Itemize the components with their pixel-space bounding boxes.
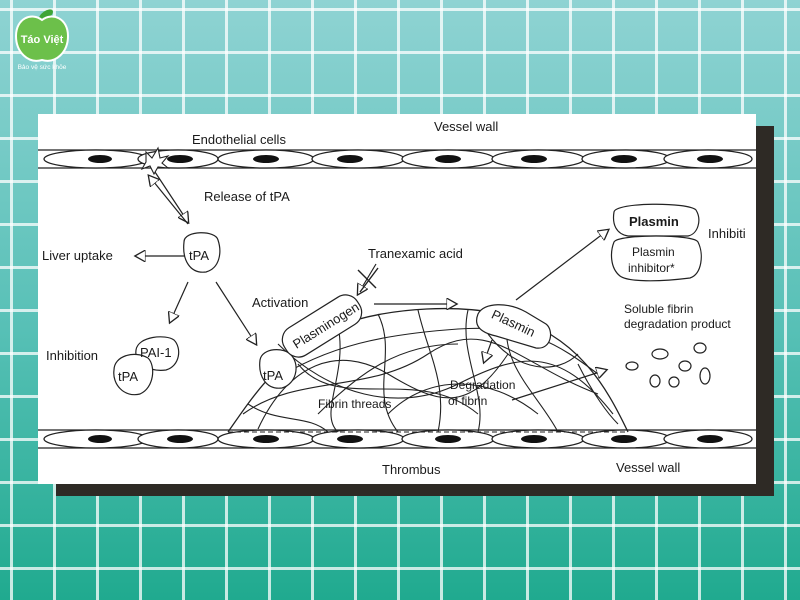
label-activation: Activation [252, 295, 308, 310]
label-vessel-wall-bottom: Vessel wall [616, 460, 680, 475]
fibrin-thread-network [242, 309, 619, 433]
label-fibrin-threads: Fibrin threads [318, 397, 391, 411]
logo-tagline: Bảo vệ sức khỏe [18, 63, 67, 71]
label-release-of-tpa: Release of tPA [204, 189, 290, 204]
label-soluble-2: degradation product [624, 317, 731, 331]
label-thrombus: Thrombus [382, 462, 441, 477]
bottom-vessel-wall [38, 429, 756, 449]
label-pai1: PAI-1 [140, 345, 172, 360]
degradation-fragments [625, 342, 711, 388]
label-tpa-free: tPA [189, 248, 209, 263]
logo-leaf [39, 9, 53, 21]
arrows [136, 171, 608, 401]
top-vessel-wall [38, 149, 756, 169]
fibrinolysis-diagram: Endothelial cells Vessel wall Release of… [38, 119, 756, 477]
label-degradation-2: of fibrin [448, 394, 487, 408]
label-inhibition-left: Inhibition [46, 348, 98, 363]
bottom-cell-nuclei [88, 435, 723, 443]
plasminogen-pill [281, 294, 363, 358]
plasmin-top-blob [612, 203, 700, 237]
plasmin-inhibitor-blob [610, 235, 702, 282]
tpa-free-blob [183, 232, 221, 273]
label-tpa-bound: tPA [263, 368, 283, 383]
label-tpa-complex: tPA [118, 369, 138, 384]
label-inhibition-right: Inhibiti [708, 226, 746, 241]
tpa-complex-blob [113, 353, 154, 396]
label-plasmin-top: Plasmin [629, 214, 679, 229]
logo-apple [14, 15, 70, 62]
tranexamic-cross-icon [357, 267, 379, 293]
tpa-bound-blob [259, 349, 297, 389]
logo-name: Táo Việt [21, 34, 64, 46]
label-tranexamic-acid: Tranexamic acid [368, 246, 463, 261]
top-cell-nuclei [88, 155, 723, 163]
label-degradation-1: Degradation [450, 378, 515, 392]
label-liver-uptake: Liver uptake [42, 248, 113, 263]
diagram-card: Endothelial cells Vessel wall Release of… [38, 114, 756, 484]
brand-logo: Táo Việt Bảo vệ sức khỏe [14, 9, 70, 71]
release-burst-icon [140, 146, 170, 176]
label-soluble-1: Soluble fibrin [624, 302, 693, 316]
label-plasmin-inhibitor-2: inhibitor* [628, 261, 675, 275]
plasmin-bound-blob [475, 304, 552, 349]
label-vessel-wall-top: Vessel wall [434, 119, 498, 134]
label-plasmin-inhibitor-1: Plasmin [632, 245, 675, 259]
label-endothelial-cells: Endothelial cells [192, 132, 286, 147]
